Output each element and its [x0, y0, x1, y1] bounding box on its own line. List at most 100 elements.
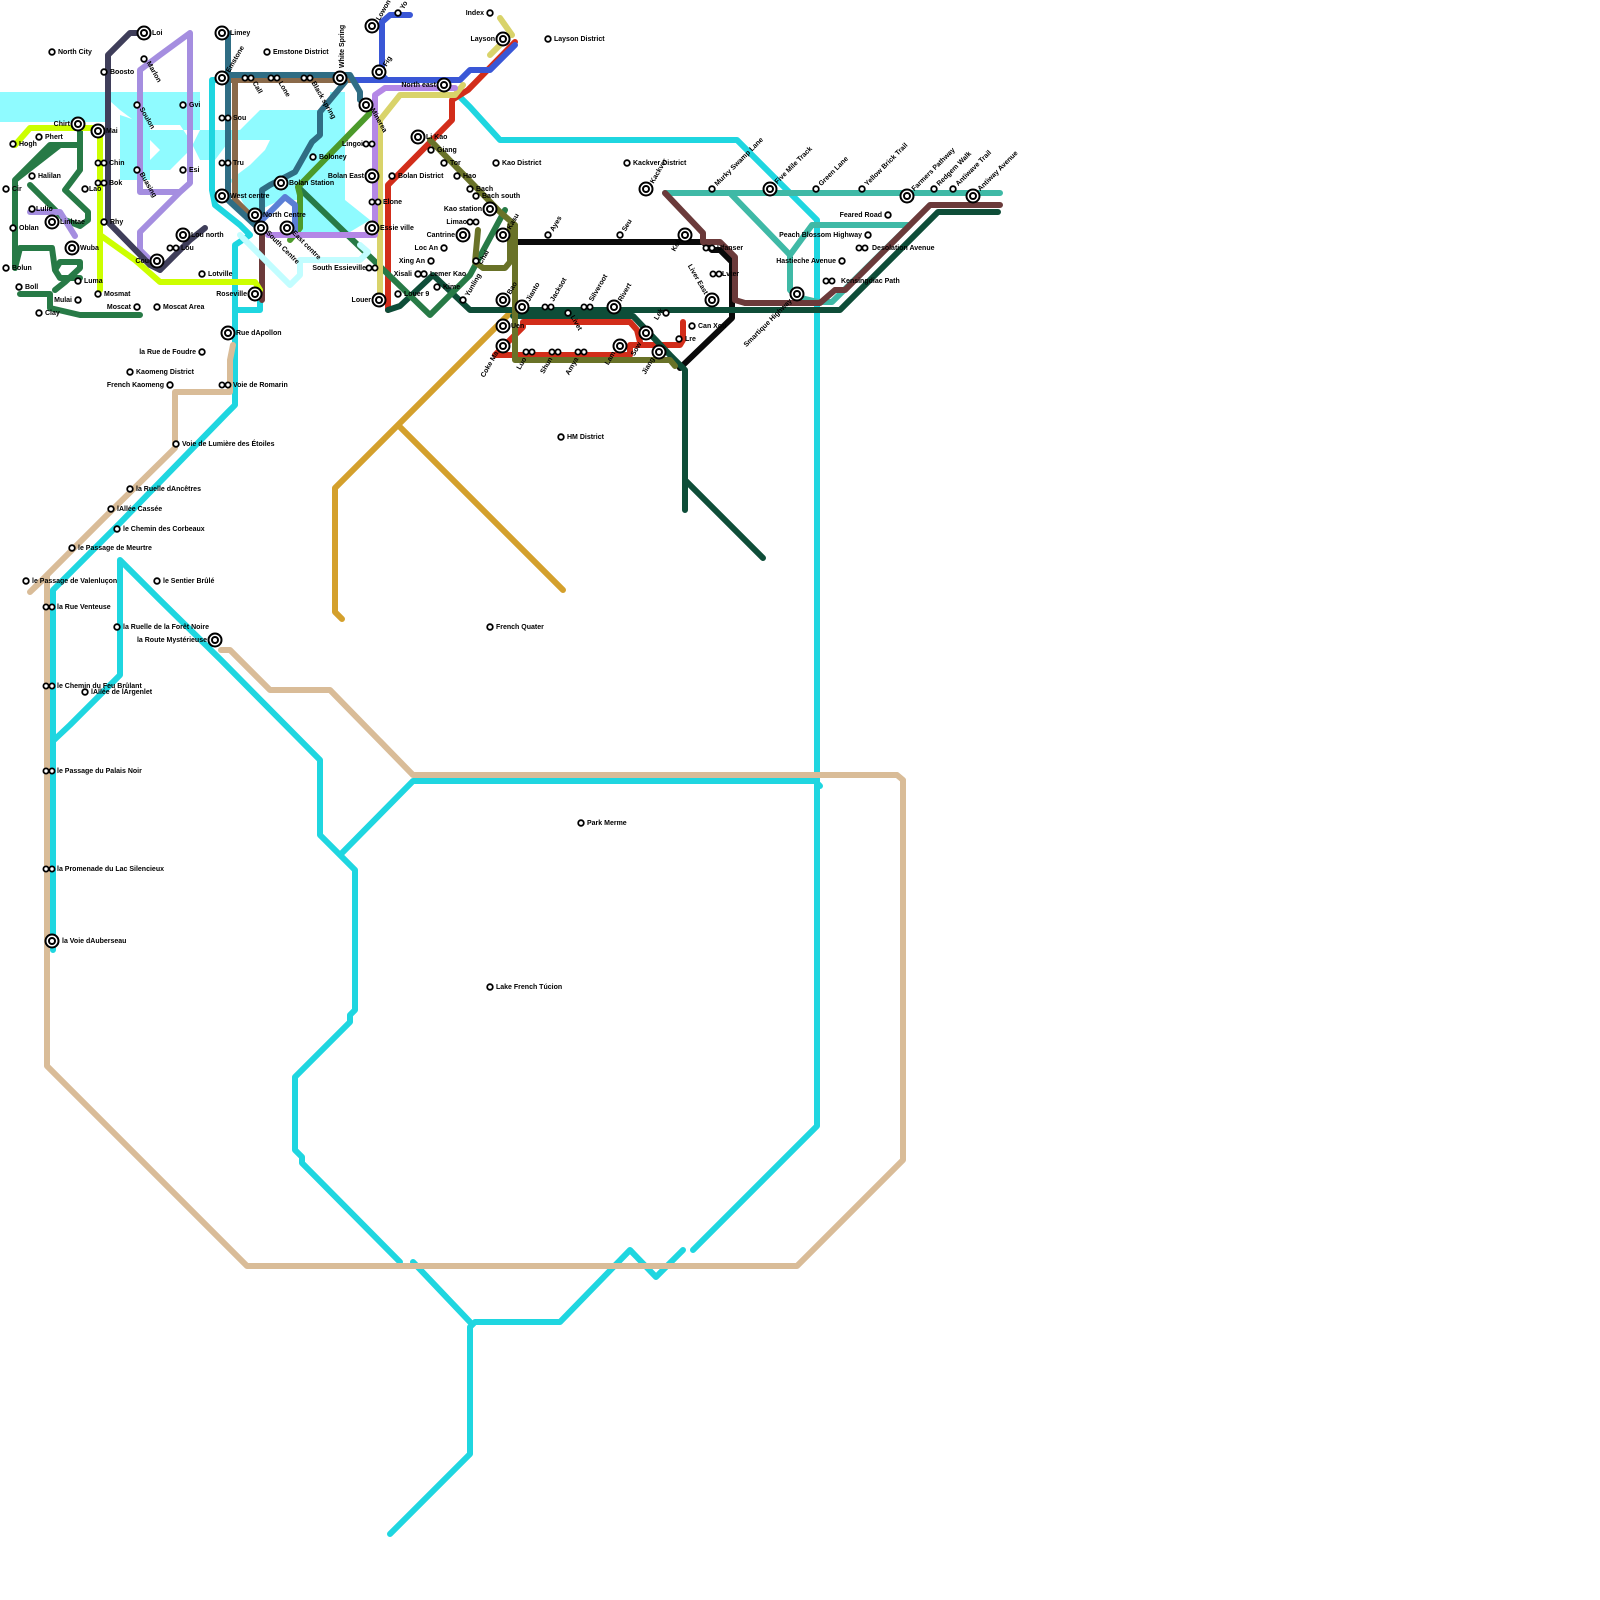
- station-lingoi[interactable]: [363, 141, 374, 146]
- station-voie-de-romarin[interactable]: [219, 382, 230, 387]
- station-kol[interactable]: [679, 229, 692, 242]
- station-lake-french-tucion[interactable]: [487, 984, 493, 990]
- station-gvi[interactable]: [180, 102, 186, 108]
- station-antiway-avenue[interactable]: [967, 190, 980, 203]
- station-lou[interactable]: [167, 245, 178, 250]
- station-la-ruelle-de-la-foret-noire[interactable]: [114, 624, 120, 630]
- station-halilan[interactable]: [29, 173, 35, 179]
- station-bolan-station[interactable]: [275, 177, 288, 190]
- station-liver-east[interactable]: [706, 294, 719, 307]
- station-fig[interactable]: [373, 66, 386, 79]
- station-hm-district[interactable]: [558, 434, 564, 440]
- station-bolan-district[interactable]: [389, 173, 395, 179]
- station-white-spring[interactable]: [334, 72, 347, 85]
- station-jiang[interactable]: [653, 346, 666, 359]
- station-antiwave-trail[interactable]: [950, 186, 956, 192]
- station-yunling[interactable]: [460, 297, 466, 303]
- station-phert[interactable]: [36, 134, 42, 140]
- station-jianto[interactable]: [516, 301, 529, 314]
- station-la-route-mysterieuse[interactable]: [209, 634, 222, 647]
- station-marlon[interactable]: [141, 56, 147, 62]
- station-hogh[interactable]: [10, 141, 16, 147]
- station-uen[interactable]: [497, 320, 510, 333]
- station-voie-de-lumiere-des-etoiles[interactable]: [173, 441, 179, 447]
- station-kime[interactable]: [434, 284, 440, 290]
- station-cou[interactable]: [151, 255, 164, 268]
- station-boloney[interactable]: [310, 154, 316, 160]
- station-murky-swamp-lane[interactable]: [709, 186, 715, 192]
- station-cantrine[interactable]: [457, 229, 470, 242]
- station-north-centre[interactable]: [249, 209, 262, 222]
- station-la-voie-dauberseau[interactable]: [46, 935, 59, 948]
- station-hastieche-avenue[interactable]: [839, 258, 845, 264]
- station-north-city[interactable]: [49, 49, 55, 55]
- station-south-essieville[interactable]: [366, 265, 377, 270]
- station-kaomeng-district[interactable]: [127, 369, 133, 375]
- station-boll[interactable]: [16, 284, 22, 290]
- station-limao[interactable]: [467, 219, 478, 224]
- station-moscat-area[interactable]: [154, 304, 160, 310]
- station-five-mile-track[interactable]: [764, 183, 777, 196]
- station-french-quater[interactable]: [487, 624, 493, 630]
- station-roseville[interactable]: [249, 288, 262, 301]
- station-rue-dapollon[interactable]: [222, 327, 235, 340]
- station-le-passage-de-meurtre[interactable]: [69, 545, 75, 551]
- station-esi[interactable]: [180, 167, 186, 173]
- station-coke-ma[interactable]: [497, 340, 510, 353]
- station-peach-blossom-highway[interactable]: [865, 232, 871, 238]
- station-farmers-pathway[interactable]: [901, 190, 914, 203]
- station-rivert[interactable]: [608, 301, 621, 314]
- station-can-xou[interactable]: [689, 323, 695, 329]
- station-le-chemin-des-corbeaux[interactable]: [114, 526, 120, 532]
- station-lotville[interactable]: [199, 271, 205, 277]
- station-kao-district[interactable]: [493, 160, 499, 166]
- station-park-merme[interactable]: [578, 820, 584, 826]
- station-north-east[interactable]: [438, 79, 451, 92]
- station-redgem-walk[interactable]: [931, 186, 937, 192]
- station-boosto[interactable]: [101, 69, 107, 75]
- station-louer[interactable]: [373, 294, 386, 307]
- station-yellow-brick-trail[interactable]: [859, 186, 865, 192]
- station-chirt[interactable]: [72, 118, 85, 131]
- station-bach[interactable]: [467, 186, 473, 192]
- station-kackver[interactable]: [640, 183, 653, 196]
- station-feared-road[interactable]: [885, 212, 891, 218]
- station-seu[interactable]: [617, 232, 623, 238]
- station-smartique-highway[interactable]: [791, 288, 804, 301]
- station-tor[interactable]: [441, 160, 447, 166]
- station-lallee-de-largenlet[interactable]: [82, 689, 88, 695]
- station-desolation-avenue[interactable]: [856, 245, 867, 250]
- station-kao-station[interactable]: [484, 203, 497, 216]
- station-lallee-cassee[interactable]: [108, 506, 114, 512]
- station-lowon[interactable]: [366, 20, 379, 33]
- station-loc-an[interactable]: [441, 245, 447, 251]
- station-index[interactable]: [487, 10, 493, 16]
- station-lou-north[interactable]: [177, 229, 190, 242]
- station-bach-south[interactable]: [473, 193, 479, 199]
- station-bolan-east[interactable]: [366, 170, 379, 183]
- station-west-centre[interactable]: [216, 190, 229, 203]
- station-lvter[interactable]: [710, 271, 721, 276]
- station-linhtae[interactable]: [46, 216, 59, 229]
- station-xisali[interactable]: [415, 271, 421, 277]
- station-emstone-district[interactable]: [264, 49, 270, 55]
- station-bolun[interactable]: [3, 265, 9, 271]
- station-essie-ville[interactable]: [366, 222, 379, 235]
- station-rhy[interactable]: [101, 219, 107, 225]
- station-clay[interactable]: [36, 310, 42, 316]
- station-mulai[interactable]: [75, 297, 81, 303]
- station-luma[interactable]: [75, 278, 81, 284]
- station-french-kaomeng[interactable]: [167, 382, 173, 388]
- station-mosmat[interactable]: [95, 291, 101, 297]
- station-moscat[interactable]: [134, 304, 140, 310]
- station-kensingdiac-path[interactable]: [823, 278, 834, 283]
- station-emstone[interactable]: [216, 72, 229, 85]
- station-hao[interactable]: [454, 173, 460, 179]
- station-cir[interactable]: [3, 186, 9, 192]
- station-layson[interactable]: [497, 33, 510, 46]
- station-li-kao[interactable]: [412, 131, 425, 144]
- station-giang[interactable]: [428, 147, 434, 153]
- station-le-passage-de-valenlucon[interactable]: [23, 578, 29, 584]
- station-ayes[interactable]: [545, 232, 551, 238]
- station-lam[interactable]: [614, 340, 627, 353]
